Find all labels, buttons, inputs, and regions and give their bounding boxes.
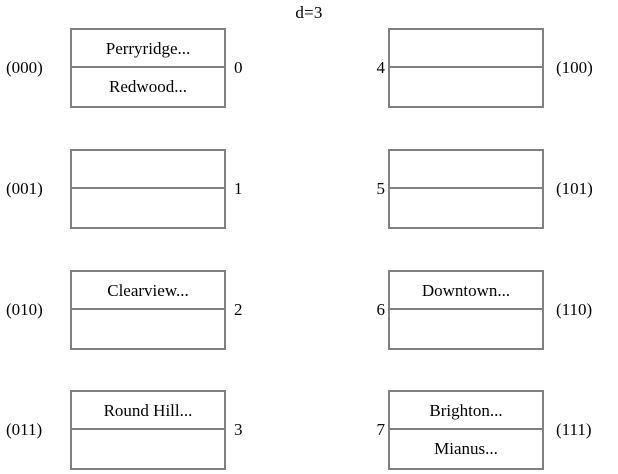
- bucket-binary-label: (101): [556, 179, 593, 198]
- bucket-binary-label: (011): [6, 420, 43, 439]
- diagram-title: d=3: [295, 3, 323, 22]
- bucket-row: 5 (101): [309, 149, 618, 233]
- bucket-index-label: 2: [234, 300, 243, 319]
- bucket-slot[interactable]: [390, 189, 542, 227]
- bucket-binary-label: (010): [6, 300, 43, 319]
- bucket-slot[interactable]: [72, 189, 224, 227]
- bucket-binary-label: (000): [6, 58, 43, 77]
- bucket-box[interactable]: [388, 28, 544, 108]
- bucket-box[interactable]: [388, 149, 544, 229]
- bucket-slot[interactable]: Redwood...: [109, 77, 187, 96]
- bucket-box[interactable]: Downtown...: [388, 270, 544, 350]
- bucket-index-label: 5: [376, 179, 386, 198]
- bucket-slot[interactable]: Perryridge...: [72, 30, 224, 68]
- bucket-box[interactable]: [70, 149, 226, 229]
- bucket-row: 7 Brighton... Mianus... (111): [309, 390, 618, 474]
- bucket-slot[interactable]: Clearview...: [72, 272, 224, 310]
- bucket-index-label: 4: [376, 58, 386, 77]
- bucket-slot[interactable]: [72, 430, 224, 468]
- bucket-row: (001) 1: [0, 149, 309, 233]
- bucket-binary-label: (110): [556, 300, 593, 319]
- bucket-box[interactable]: Round Hill...: [70, 390, 226, 470]
- bucket-slot[interactable]: [390, 151, 542, 189]
- bucket-row: (000) Perryridge... Redwood... 0: [0, 28, 309, 112]
- bucket-slot[interactable]: Round Hill...: [72, 392, 224, 430]
- bucket-box[interactable]: Perryridge... Redwood...: [70, 28, 226, 108]
- bucket-slot[interactable]: [72, 310, 224, 348]
- bucket-index-label: 0: [234, 58, 243, 77]
- bucket-binary-label: (001): [6, 179, 43, 198]
- bucket-box[interactable]: Clearview...: [70, 270, 226, 350]
- bucket-index-label: 3: [234, 420, 243, 439]
- bucket-slot[interactable]: [390, 310, 542, 348]
- bucket-index-label: 7: [376, 420, 386, 439]
- bucket-row: 6 Downtown... (110): [309, 270, 618, 354]
- bucket-row: (011) Round Hill... 3: [0, 390, 309, 474]
- bucket-slot[interactable]: [390, 68, 542, 106]
- bucket-row: (010) Clearview... 2: [0, 270, 309, 354]
- bucket-binary-label: (100): [556, 58, 593, 77]
- bucket-slot[interactable]: [72, 151, 224, 189]
- bucket-box[interactable]: Brighton... Mianus...: [388, 390, 544, 470]
- bucket-binary-label: (111): [556, 420, 592, 439]
- bucket-index-label: 6: [376, 300, 386, 319]
- bucket-slot[interactable]: [390, 30, 542, 68]
- bucket-index-label: 1: [234, 179, 243, 198]
- bucket-slot[interactable]: Downtown...: [390, 272, 542, 310]
- bucket-slot[interactable]: Brighton...: [390, 392, 542, 430]
- bucket-row: 4 (100): [309, 28, 618, 112]
- bucket-slot[interactable]: Mianus...: [434, 439, 498, 458]
